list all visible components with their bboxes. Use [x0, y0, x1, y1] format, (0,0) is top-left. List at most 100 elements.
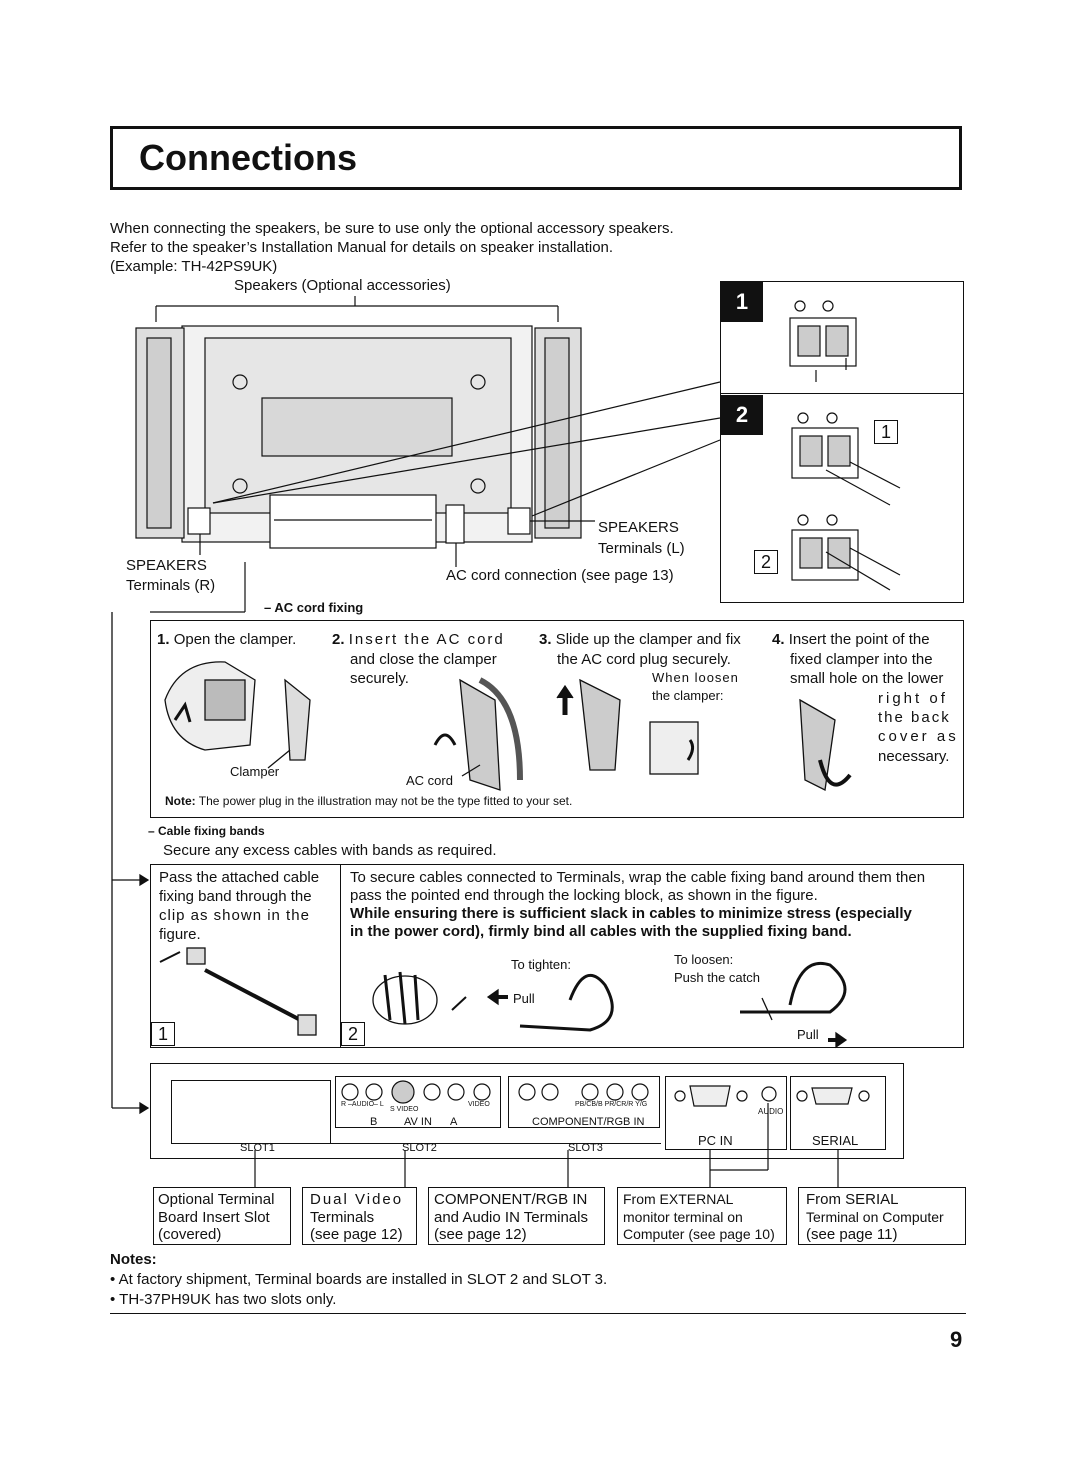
pc-in-label: PC IN — [698, 1133, 733, 1148]
slot3-label: SLOT3 — [568, 1142, 603, 1154]
video-label: VIDEO — [468, 1101, 490, 1108]
cable-bands-panel — [150, 864, 964, 1048]
ac-step-4-num: 4. — [772, 631, 785, 648]
ac-step-4-l5: the back — [878, 709, 951, 726]
c2-l3: (see page 12) — [310, 1226, 403, 1243]
callout-serial — [798, 1187, 966, 1245]
c2-l2: Terminals — [310, 1209, 375, 1226]
cb-left-l2: fixing band through the — [159, 888, 312, 905]
cable-bands-divider — [340, 864, 341, 1048]
divider — [720, 393, 964, 394]
ac-step-1-num: 1. — [157, 631, 170, 648]
substep-2: 2 — [754, 550, 778, 574]
ac-step-2-l3: securely. — [350, 670, 409, 687]
serial-label: SERIAL — [812, 1133, 859, 1148]
ac-note: Note: The power plug in the illustration… — [165, 794, 572, 808]
slot3-board — [508, 1076, 660, 1128]
clamper-label: Clamper — [230, 764, 280, 779]
note-item-2-text: TH-37PH9UK has two slots only. — [119, 1291, 337, 1308]
intro-line-2: Refer to the speaker’s Installation Manu… — [110, 239, 614, 256]
footer-rule — [110, 1313, 966, 1314]
page-number: 9 — [950, 1327, 963, 1352]
cb-right-l2: pass the pointed end through the locking… — [350, 887, 818, 904]
component-sub-label: PB/CB/B PR/CR/R Y/G — [575, 1101, 648, 1108]
intro-line-1: When connecting the speakers, be sure to… — [110, 220, 674, 237]
c5-l3: (see page 11) — [806, 1226, 898, 1243]
ac-cord-label: AC cord — [406, 773, 453, 788]
ac-step-4-l7: necessary. — [878, 748, 950, 765]
slot2-label: SLOT2 — [402, 1142, 437, 1154]
ac-step-3-l4: the clamper: — [652, 688, 724, 703]
pull-label-2: Pull — [797, 1027, 819, 1042]
ac-step-4-l1: Insert the point of the — [788, 631, 930, 648]
c1-l1: Optional Terminal — [158, 1191, 275, 1208]
to-tighten-label: To tighten: — [511, 957, 571, 972]
r-audio-l-slot2: R –AUDIO– L — [341, 1101, 384, 1108]
terminal-panel — [150, 1063, 904, 1159]
av-in-label: AV IN — [404, 1116, 432, 1128]
component-rgb-label: COMPONENT/RGB IN — [532, 1116, 645, 1128]
ac-step-4-l6: cover as — [878, 728, 959, 745]
page-title: Connections — [139, 137, 358, 178]
ac-step-1: 1. Open the clamper. — [157, 630, 296, 649]
pull-label-1: Pull — [513, 991, 535, 1006]
note-item-2: • TH-37PH9UK has two slots only. — [110, 1291, 337, 1308]
c1-l3: (covered) — [158, 1226, 222, 1243]
speakers-optional-label: Speakers (Optional accessories) — [234, 277, 451, 294]
av-b-label: B — [370, 1116, 378, 1128]
step-number-2: 2 — [721, 395, 763, 435]
ac-note-text: The power plug in the illustration may n… — [195, 794, 573, 808]
cable-bands-heading: – Cable fixing bands — [148, 824, 265, 838]
callout-component — [428, 1187, 605, 1245]
slot-baseline — [171, 1143, 661, 1144]
svideo-label: S VIDEO — [390, 1106, 419, 1113]
ac-step-3-l2: the AC cord plug securely. — [557, 651, 731, 668]
c4-l2: monitor terminal on — [623, 1209, 743, 1225]
speakers-r-label: SPEAKERS — [126, 557, 207, 574]
note-item-1: • At factory shipment, Terminal boards a… — [110, 1271, 608, 1288]
to-loosen-label: To loosen: — [674, 952, 734, 967]
ac-note-bold: Note: — [165, 794, 196, 808]
c3-l1: COMPONENT/RGB IN — [434, 1191, 588, 1208]
callout-pc-in — [617, 1187, 787, 1245]
ac-step-2-num: 2. — [332, 631, 345, 648]
ac-cord-heading: – AC cord fixing — [264, 600, 364, 615]
speakers-l-label: SPEAKERS — [598, 519, 679, 536]
audio-label: AUDIO — [758, 1107, 784, 1116]
intro-line-3: (Example: TH-42PS9UK) — [110, 258, 278, 275]
serial-section — [790, 1076, 886, 1150]
ac-step-3-l1: Slide up the clamper and fix — [555, 631, 741, 648]
step-number-1: 1 — [721, 282, 763, 322]
ac-cord-panel — [150, 620, 964, 818]
title-box: Connections — [110, 126, 962, 190]
cb-right-bold-l1: While ensuring there is sufficient slack… — [350, 905, 912, 922]
c1-l2: Board Insert Slot — [158, 1209, 270, 1226]
pc-in-section — [665, 1076, 787, 1150]
c2-l1: Dual Video — [310, 1191, 404, 1208]
cb-left-l1: Pass the attached cable — [159, 869, 320, 886]
substep-1: 1 — [874, 420, 898, 444]
cable-bands-subheading: Secure any excess cables with bands as r… — [163, 842, 497, 859]
ac-step-3: 3. Slide up the clamper and fix — [539, 630, 741, 649]
ac-step-3-num: 3. — [539, 631, 552, 648]
c3-l2: and Audio IN Terminals — [434, 1209, 588, 1226]
c3-l3: (see page 12) — [434, 1226, 527, 1243]
callout-optional-slot — [153, 1187, 291, 1245]
ac-step-4: 4. Insert the point of the — [772, 630, 930, 649]
speaker-steps-panel — [720, 281, 964, 603]
cb-right-l1: To secure cables connected to Terminals,… — [350, 869, 926, 886]
push-catch-label: Push the catch — [674, 970, 760, 985]
c5-l1: From SERIAL — [806, 1191, 899, 1208]
ac-step-2-l2: and close the clamper — [350, 651, 497, 668]
cb-left-l4: figure. — [159, 926, 201, 943]
ac-step-3-l3: When loosen — [652, 670, 739, 685]
cb-right-bold-l2: in the power cord), firmly bind all cabl… — [350, 923, 852, 940]
notes-heading: Notes: — [110, 1251, 157, 1268]
ac-step-4-l2: fixed clamper into the — [790, 651, 933, 668]
note-item-1-text: At factory shipment, Terminal boards are… — [118, 1271, 608, 1288]
